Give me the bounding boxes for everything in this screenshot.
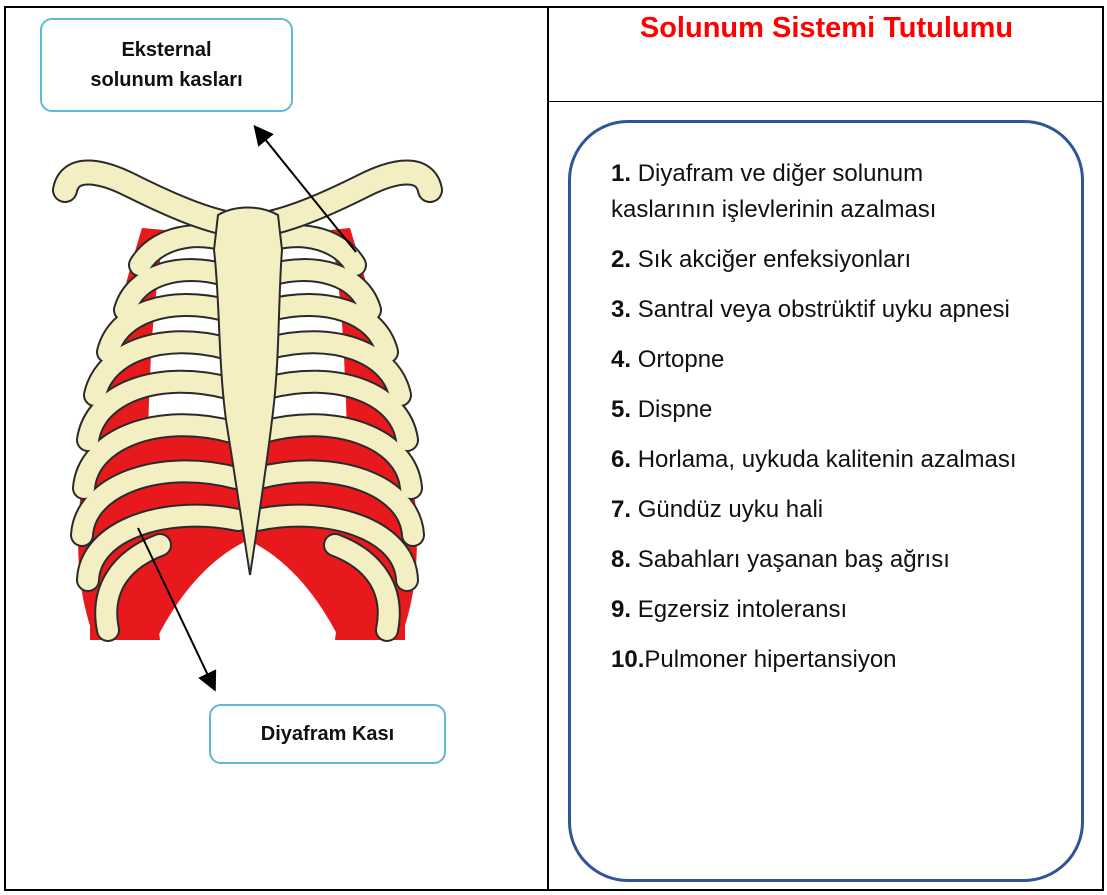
list-item: 10.Pulmoner hipertansiyon <box>611 642 1031 678</box>
page-title: Solunum Sistemi Tutulumu <box>549 12 1104 45</box>
header-divider <box>549 101 1104 102</box>
list-item: 7. Gündüz uyku hali <box>611 492 1031 528</box>
callout-external-muscles: Eksternal solunum kasları <box>40 18 293 112</box>
callout-top-line2: solunum kasları <box>90 65 242 95</box>
list-item: 8. Sabahları yaşanan baş ağrısı <box>611 542 1031 578</box>
callout-top-line1: Eksternal <box>90 35 242 65</box>
symptom-list: 1. Diyafram ve diğer solunum kaslarının … <box>611 156 1031 692</box>
callout-diaphragm: Diyafram Kası <box>209 704 446 764</box>
list-item: 9. Egzersiz intoleransı <box>611 592 1031 628</box>
list-item: 1. Diyafram ve diğer solunum kaslarının … <box>611 156 1031 228</box>
list-item: 4. Ortopne <box>611 342 1031 378</box>
list-item: 3. Santral veya obstrüktif uyku apnesi <box>611 292 1031 328</box>
callout-bottom-label: Diyafram Kası <box>261 719 394 749</box>
list-item: 5. Dispne <box>611 392 1031 428</box>
list-item: 2. Sık akciğer enfeksiyonları <box>611 242 1031 278</box>
list-item: 6. Horlama, uykuda kalitenin azalması <box>611 442 1031 478</box>
